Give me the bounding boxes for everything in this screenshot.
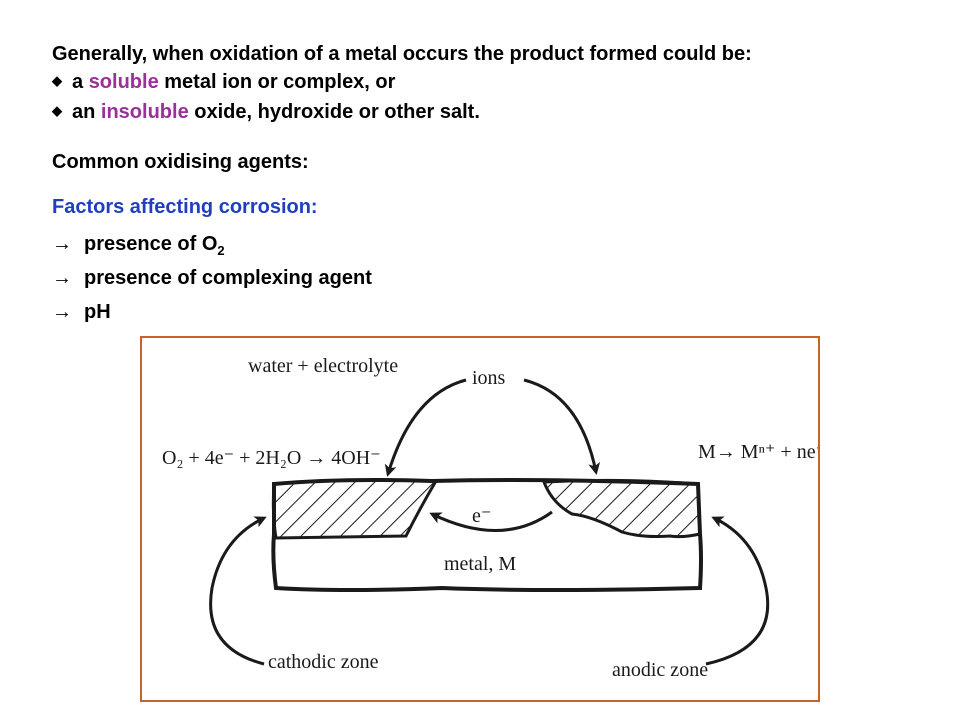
bullet-insoluble: ◆ an insoluble oxide, hydroxide or other … [52, 100, 480, 125]
diamond-bullet-icon: ◆ [52, 102, 62, 118]
bullet-text-pre: an [72, 101, 101, 123]
anodic-arrow [705, 516, 770, 666]
factor-item-oxygen: → presence of O2 [52, 232, 225, 263]
ions-label: ions [472, 367, 506, 389]
anodic-zone-label: anodic zone [612, 659, 708, 681]
anode-reaction-label: M→ Mⁿ⁺ + ne⁻ [698, 441, 820, 463]
factor-subscript: 2 [217, 243, 225, 258]
ions-arrow-right [523, 378, 601, 475]
factor-text: pH [84, 301, 111, 323]
cathodic-zone-label: cathodic zone [268, 651, 379, 673]
cathodic-arrow [209, 516, 267, 666]
cathodic-region [271, 478, 439, 540]
ions-arrow-left [384, 378, 467, 477]
corrosion-svg: water + electrolyte ions O₂ + 4e⁻ + 2H₂O… [162, 355, 820, 681]
factor-text: presence of complexing agent [84, 267, 372, 289]
factor-item-complexing: → presence of complexing agent [52, 266, 372, 290]
right-arrow-icon: → [52, 267, 72, 289]
oxidising-heading: Common oxidising agents: [52, 151, 309, 173]
anodic-region [541, 478, 702, 539]
bullet-text-post: oxide, hydroxide or other salt. [188, 101, 480, 123]
bullet-text-post: metal ion or complex, or [158, 71, 396, 93]
factor-item-ph: → pH [52, 300, 111, 324]
highlight-soluble: soluble [88, 71, 159, 93]
right-arrow-icon: → [52, 233, 72, 255]
diamond-bullet-icon: ◆ [52, 72, 62, 88]
water-electrolyte-label: water + electrolyte [248, 355, 398, 377]
highlight-insoluble: insoluble [100, 101, 189, 123]
bullet-text-pre: a [72, 71, 89, 93]
electron-label: e⁻ [472, 505, 491, 527]
electron-arrow [429, 510, 553, 532]
right-arrow-icon: → [52, 301, 72, 323]
cathode-reaction-label: O₂ + 4e⁻ + 2H₂O → 4OH⁻ [162, 447, 381, 469]
metal-label: metal, M [444, 553, 516, 575]
bullet-soluble: ◆ a soluble metal ion or complex, or [52, 70, 395, 95]
intro-line: Generally, when oxidation of a metal occ… [52, 43, 752, 65]
factors-heading: Factors affecting corrosion: [52, 196, 318, 218]
factor-text: presence of O [84, 233, 218, 255]
corrosion-diagram: water + electrolyte ions O₂ + 4e⁻ + 2H₂O… [140, 336, 820, 702]
